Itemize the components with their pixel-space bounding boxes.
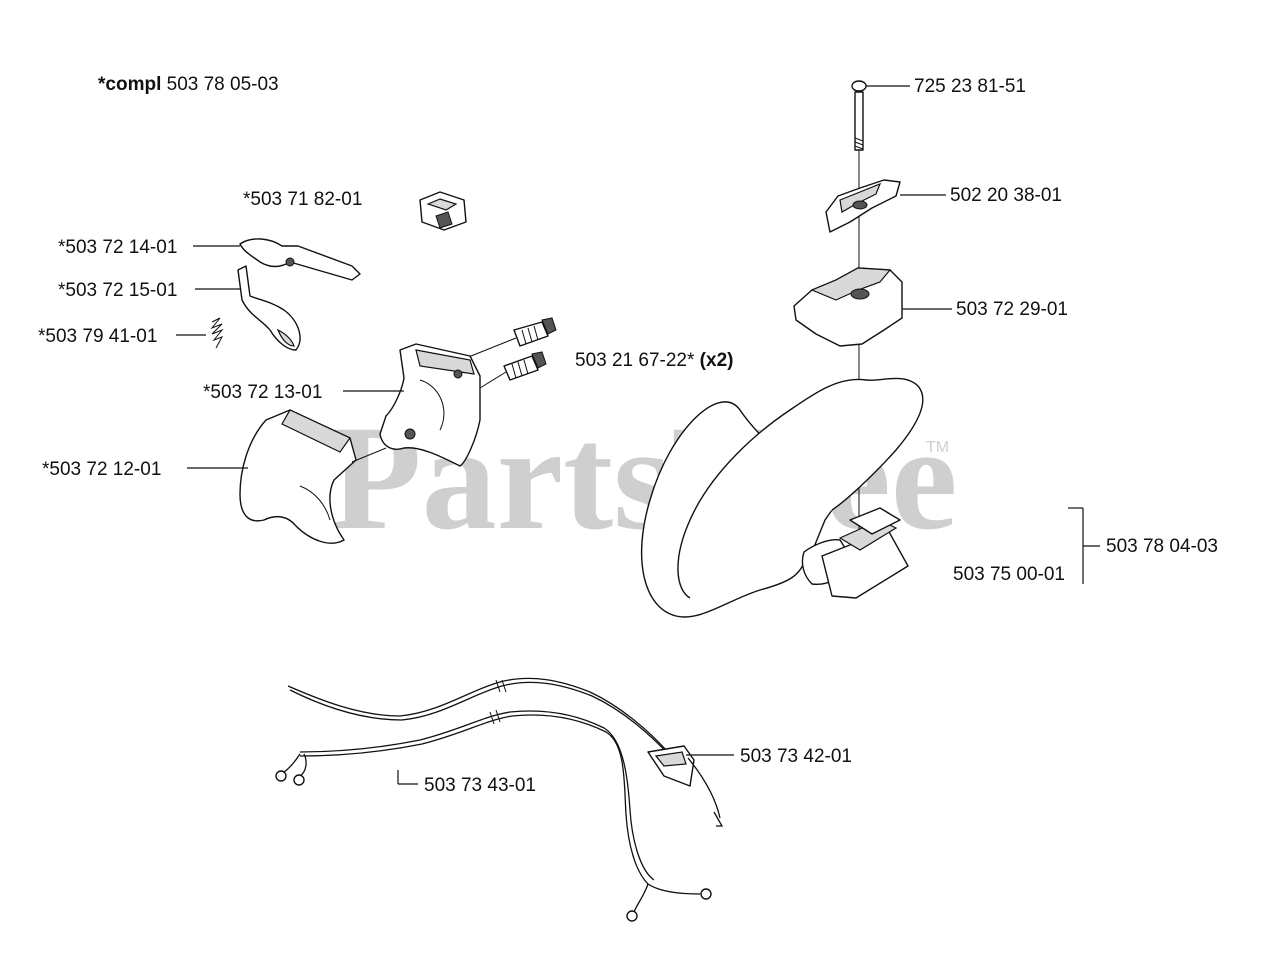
assembly-guide-line xyxy=(351,447,387,463)
label-503721201[interactable]: *503 72 12-01 xyxy=(42,459,161,480)
part-lockout-lever-503721501[interactable] xyxy=(237,265,301,351)
part-grip-cover-503721201[interactable] xyxy=(239,409,357,544)
label-725238151[interactable]: 725 23 81-51 xyxy=(914,76,1026,97)
part-throttle-cable-503734201[interactable] xyxy=(287,677,724,827)
part-wing-nut-502203801[interactable] xyxy=(825,179,901,233)
part-wire-harness-503734301[interactable] xyxy=(275,709,712,922)
label-503780403[interactable]: 503 78 04-03 xyxy=(1106,536,1218,557)
part-clamp-block-503722901[interactable] xyxy=(793,267,903,347)
part-loop-handle-503750001[interactable] xyxy=(640,377,924,618)
label-503722901[interactable]: 503 72 29-01 xyxy=(956,299,1068,320)
part-handle-half-503721301[interactable] xyxy=(379,343,481,467)
label-503794101[interactable]: *503 79 41-01 xyxy=(38,326,157,347)
compl-kit-label[interactable]: *compl 503 78 05-03 xyxy=(98,74,279,95)
label-503216722[interactable]: 503 21 67-22* (x2) xyxy=(575,350,733,371)
part-screw-upper-503216722[interactable] xyxy=(465,317,557,359)
part-throttle-lever-503721401[interactable] xyxy=(239,238,361,281)
part-spring-503794101[interactable] xyxy=(210,317,224,349)
part-bolt-725238151[interactable] xyxy=(851,80,867,151)
label-503750001[interactable]: 503 75 00-01 xyxy=(953,564,1065,585)
label-503721301[interactable]: *503 72 13-01 xyxy=(203,382,322,403)
label-503721501[interactable]: *503 72 15-01 xyxy=(58,280,177,301)
label-503734201[interactable]: 503 73 42-01 xyxy=(740,746,852,767)
label-503721401[interactable]: *503 72 14-01 xyxy=(58,237,177,258)
watermark-trademark: TM xyxy=(926,439,949,456)
label-503734301[interactable]: 503 73 43-01 xyxy=(424,775,536,796)
part-screw-lower-503216722[interactable] xyxy=(479,351,547,389)
label-503718201[interactable]: *503 71 82-01 xyxy=(243,189,362,210)
label-502203801[interactable]: 502 20 38-01 xyxy=(950,185,1062,206)
part-switch-503718201[interactable] xyxy=(419,191,467,231)
